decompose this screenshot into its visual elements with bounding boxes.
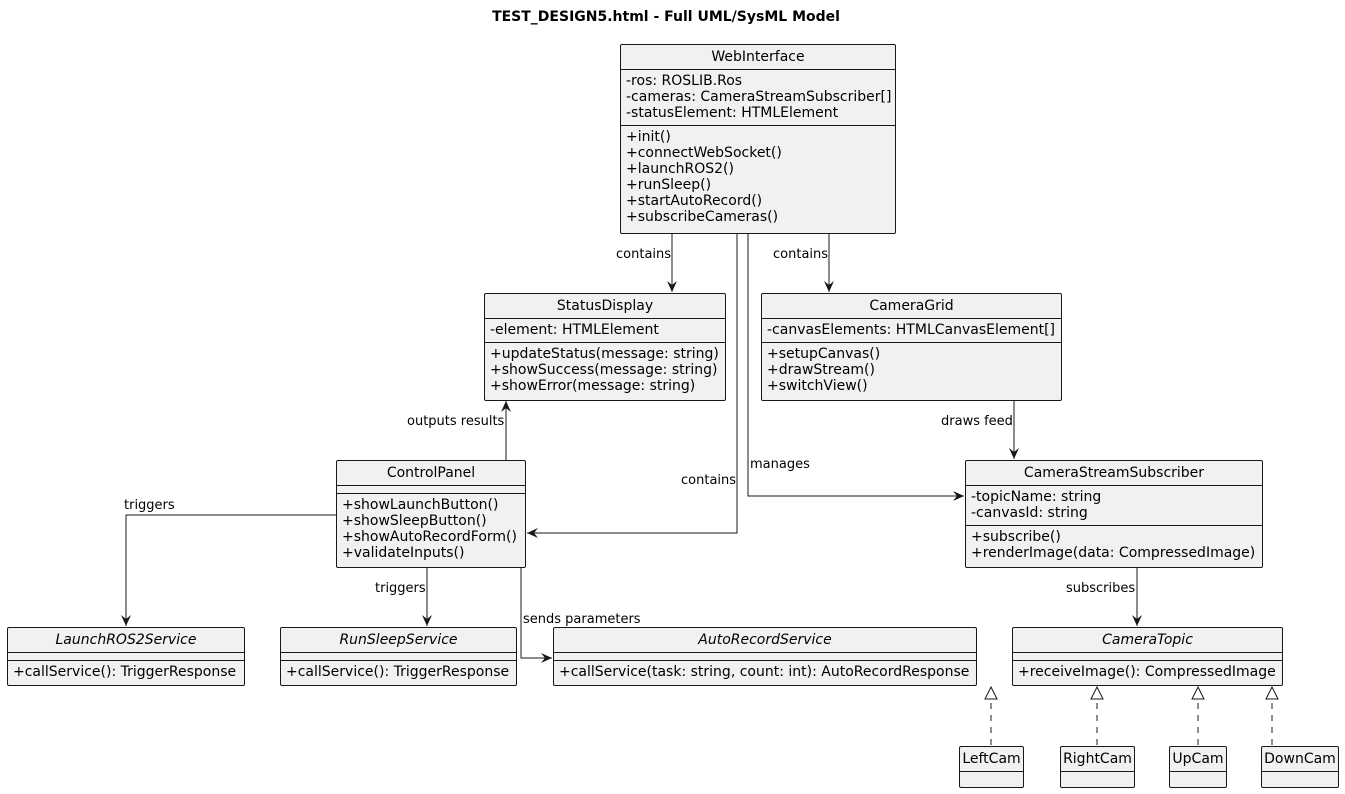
- attribute: -canvasId: string: [971, 505, 1088, 521]
- operation: +callService(): TriggerResponse: [286, 664, 510, 680]
- attributes-empty: [1061, 772, 1134, 779]
- attributes-empty: [1262, 772, 1338, 779]
- attribute: -topicName: string: [971, 489, 1102, 505]
- operation: +updateStatus(message: string): [490, 346, 719, 362]
- attribute: -cameras: CameraStreamSubscriber[]: [626, 89, 892, 105]
- attributes-empty: [1170, 772, 1226, 779]
- class-web-interface: WebInterface -ros: ROSLIB.Ros -cameras: …: [620, 44, 896, 234]
- class-name: CameraStreamSubscriber: [966, 461, 1262, 486]
- label-manages: manages: [750, 457, 810, 472]
- attributes-empty: [281, 653, 516, 660]
- class-control-panel: ControlPanel +showLaunchButton() +showSl…: [336, 460, 526, 568]
- operation: +renderImage(data: CompressedImage): [971, 545, 1256, 561]
- operation: +receiveImage(): CompressedImage: [1018, 664, 1276, 680]
- operation: +showSleepButton(): [342, 513, 487, 529]
- interface-run-sleep-service: RunSleepService +callService(): TriggerR…: [280, 627, 517, 686]
- class-down-cam: DownCam: [1261, 746, 1339, 788]
- operation: +setupCanvas(): [767, 346, 881, 362]
- attribute: -canvasElements: HTMLCanvasElement[]: [767, 322, 1056, 338]
- attributes-empty: [1013, 653, 1282, 660]
- attributes-empty: [960, 772, 1023, 779]
- attributes-empty: [554, 653, 976, 660]
- class-name: DownCam: [1262, 747, 1338, 772]
- label-contains-status: contains: [616, 247, 672, 262]
- class-name: CameraTopic: [1013, 628, 1282, 653]
- operation: +showSuccess(message: string): [490, 362, 718, 378]
- attribute: -statusElement: HTMLElement: [626, 105, 839, 121]
- attributes-empty: [8, 653, 244, 660]
- class-name: LaunchROS2Service: [8, 628, 244, 653]
- operation: +connectWebSocket(): [626, 145, 782, 161]
- class-name: UpCam: [1170, 747, 1226, 772]
- class-name: RightCam: [1061, 747, 1134, 772]
- operation: +validateInputs(): [342, 545, 465, 561]
- class-name: AutoRecordService: [554, 628, 976, 653]
- edge-contains-control: [527, 234, 738, 538]
- class-camera-grid: CameraGrid -canvasElements: HTMLCanvasEl…: [761, 293, 1062, 401]
- class-name: CameraGrid: [762, 294, 1061, 319]
- class-camera-stream-subscriber: CameraStreamSubscriber -topicName: strin…: [965, 460, 1263, 568]
- class-name: ControlPanel: [337, 461, 525, 486]
- class-right-cam: RightCam: [1060, 746, 1135, 788]
- operation: +startAutoRecord(): [626, 193, 763, 209]
- operation: +subscribeCameras(): [626, 209, 779, 225]
- edge-sends-parameters: [520, 568, 552, 663]
- label-triggers-sleep: triggers: [375, 581, 426, 596]
- operation: +drawStream(): [767, 362, 875, 378]
- operation: +runSleep(): [626, 177, 712, 193]
- diagram-title: TEST_DESIGN5.html - Full UML/SysML Model: [492, 9, 840, 25]
- label-draws-feed: draws feed: [941, 414, 1013, 429]
- class-name: StatusDisplay: [485, 294, 725, 319]
- label-subscribes: subscribes: [1066, 581, 1136, 596]
- class-name: LeftCam: [960, 747, 1023, 772]
- operation: +launchROS2(): [626, 161, 734, 177]
- edge-manages: [747, 234, 964, 501]
- label-sends-parameters: sends parameters: [523, 612, 641, 627]
- class-name: RunSleepService: [281, 628, 516, 653]
- operation: +callService(task: string, count: int): …: [559, 664, 970, 680]
- edge-triggers-launch: [121, 514, 336, 626]
- attributes-empty: [337, 486, 525, 493]
- class-up-cam: UpCam: [1169, 746, 1227, 788]
- operation: +switchView(): [767, 378, 868, 394]
- label-triggers-launch: triggers: [124, 498, 175, 513]
- operation: +showLaunchButton(): [342, 497, 499, 513]
- attribute: -element: HTMLElement: [490, 322, 659, 338]
- interface-auto-record-service: AutoRecordService +callService(task: str…: [553, 627, 977, 686]
- label-contains-grid: contains: [773, 247, 829, 262]
- interface-camera-topic: CameraTopic +receiveImage(): CompressedI…: [1012, 627, 1283, 686]
- class-left-cam: LeftCam: [959, 746, 1024, 788]
- operation: +showError(message: string): [490, 378, 696, 394]
- operation: +subscribe(): [971, 529, 1061, 545]
- operation: +showAutoRecordForm(): [342, 529, 517, 545]
- class-status-display: StatusDisplay -element: HTMLElement +upd…: [484, 293, 726, 401]
- label-contains-control: contains: [681, 473, 737, 488]
- operation: +callService(): TriggerResponse: [13, 664, 237, 680]
- operation: +init(): [626, 129, 671, 145]
- interface-launch-ros2-service: LaunchROS2Service +callService(): Trigge…: [7, 627, 245, 686]
- attribute: -ros: ROSLIB.Ros: [626, 73, 743, 89]
- label-outputs-results: outputs results: [407, 414, 505, 429]
- class-name: WebInterface: [621, 45, 895, 70]
